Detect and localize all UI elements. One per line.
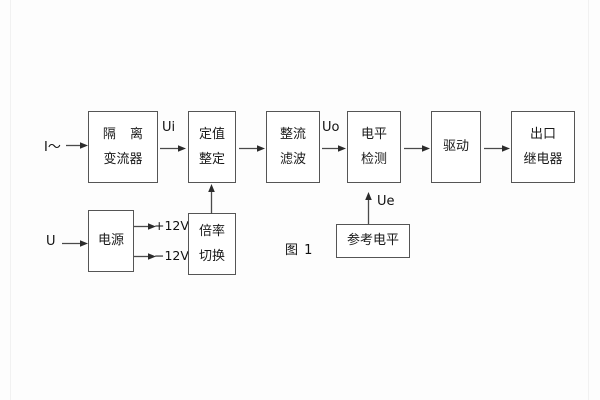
block-ratio-switch[interactable]: 倍率 切换 bbox=[188, 213, 236, 275]
arrow-right-icon bbox=[160, 145, 186, 152]
block-setting-value[interactable]: 定值 整定 bbox=[188, 111, 236, 183]
label-uo-signal: Uo bbox=[322, 120, 340, 135]
block-rectify-filter[interactable]: 整流 滤波 bbox=[266, 111, 320, 183]
arrow-right-icon bbox=[62, 240, 88, 247]
block-output-relay[interactable]: 出口 继电器 bbox=[511, 111, 575, 183]
arrow-right-icon bbox=[66, 142, 88, 149]
arrow-isolation-to-setting bbox=[160, 144, 186, 153]
arrow-voltage-to-power-supply bbox=[62, 239, 88, 248]
arrow-right-icon bbox=[322, 145, 346, 152]
label-ui-signal: Ui bbox=[162, 120, 176, 135]
block-drive-line1: 驱动 bbox=[442, 139, 469, 155]
label-voltage-input: U bbox=[46, 234, 56, 249]
arrow-level-to-drive bbox=[404, 144, 430, 153]
arrow-setting-to-rectify bbox=[239, 144, 265, 153]
label-current-input: I～ bbox=[44, 140, 61, 155]
block-power-supply-line1: 电源 bbox=[97, 233, 124, 249]
arrow-power-supply-positive bbox=[134, 222, 156, 231]
block-rectify-filter-line1: 整流 bbox=[279, 126, 306, 142]
block-output-relay-line2: 继电器 bbox=[523, 151, 563, 167]
block-reference-level-line1: 参考电平 bbox=[346, 233, 399, 249]
block-output-relay-line1: 出口 bbox=[529, 126, 556, 142]
figure-caption: 图 1 bbox=[285, 243, 314, 258]
arrow-right-icon bbox=[484, 145, 510, 152]
block-level-detect-line2: 检测 bbox=[360, 151, 387, 167]
arrow-ratio-switch-to-setting bbox=[207, 184, 216, 214]
block-ratio-switch-line1: 倍率 bbox=[198, 223, 225, 239]
arrow-drive-to-output-relay bbox=[484, 144, 510, 153]
block-ratio-switch-line2: 切换 bbox=[198, 248, 225, 264]
block-rectify-filter-line2: 滤波 bbox=[279, 151, 306, 167]
canvas-right-edge bbox=[588, 0, 589, 400]
block-level-detect[interactable]: 电平 检测 bbox=[347, 111, 401, 183]
arrow-up-icon bbox=[208, 184, 215, 214]
block-isolation-transformer-line2: 变流器 bbox=[103, 151, 143, 167]
label-supply-positive: +12V bbox=[154, 218, 189, 233]
canvas-left-edge bbox=[10, 0, 11, 400]
block-reference-level[interactable]: 参考电平 bbox=[336, 224, 410, 258]
block-power-supply[interactable]: 电源 bbox=[88, 210, 134, 272]
label-supply-negative: −12V bbox=[154, 248, 189, 263]
arrow-current-to-isolation bbox=[66, 141, 88, 150]
block-level-detect-line1: 电平 bbox=[360, 126, 387, 142]
arrow-right-icon bbox=[239, 145, 265, 152]
block-isolation-transformer-line1: 隔 离 bbox=[102, 126, 149, 142]
arrow-right-icon bbox=[404, 145, 430, 152]
arrow-power-supply-negative bbox=[134, 252, 156, 261]
block-setting-value-line1: 定值 bbox=[198, 126, 225, 142]
block-setting-value-line2: 整定 bbox=[198, 151, 225, 167]
arrow-reference-to-level-detect bbox=[364, 192, 373, 224]
block-isolation-transformer[interactable]: 隔 离 变流器 bbox=[88, 111, 158, 183]
block-drive[interactable]: 驱动 bbox=[431, 111, 481, 183]
arrow-right-icon bbox=[134, 223, 156, 230]
arrow-up-icon bbox=[365, 192, 372, 224]
label-ue-signal: Ue bbox=[377, 194, 395, 209]
arrow-right-icon bbox=[134, 253, 156, 260]
arrow-rectify-to-level bbox=[322, 144, 346, 153]
